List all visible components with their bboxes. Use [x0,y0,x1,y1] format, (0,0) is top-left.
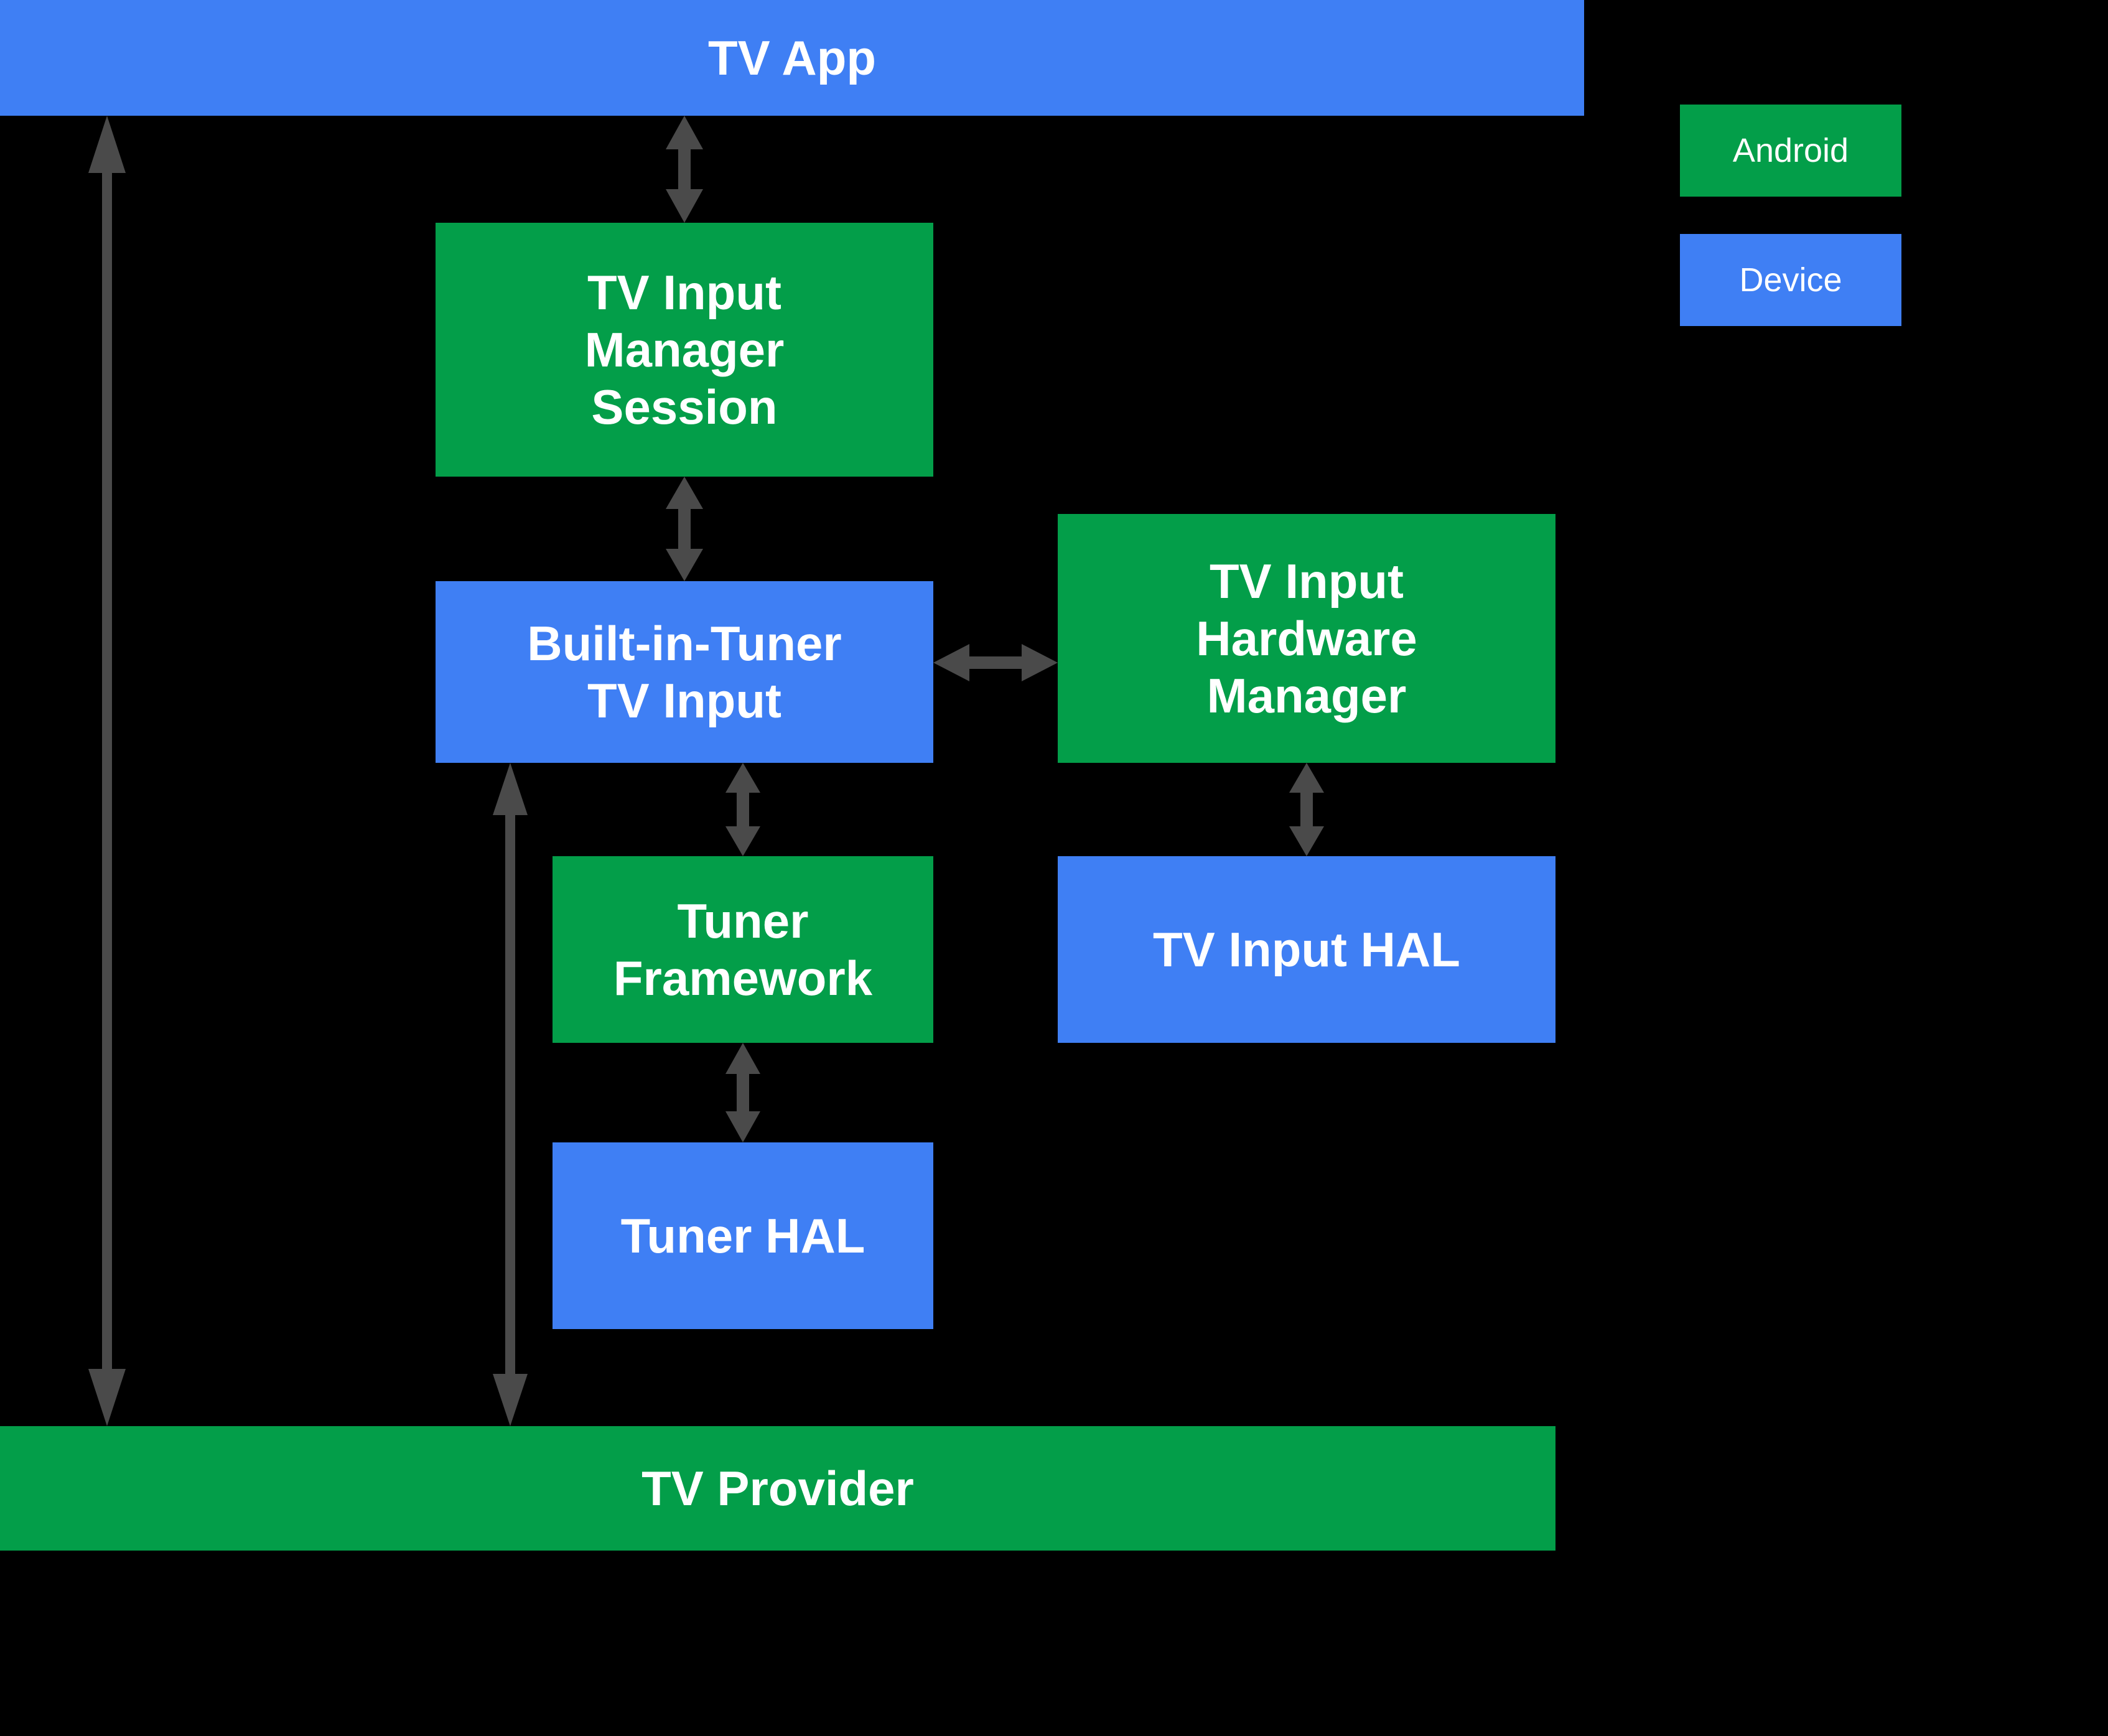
connector-tv-input-hardware-manager-to-tv-input-hal [1287,763,1327,856]
connector-tv-app-to-tv-provider [87,116,127,1426]
connector-tv-app-to-tv-input-manager-session [665,116,704,223]
double-arrow-vertical-icon [1289,763,1324,856]
double-arrow-vertical-icon [493,763,528,1426]
double-arrow-vertical-icon [725,763,760,856]
node-tv-input-hardware-manager: TV Input Hardware Manager [1058,514,1555,763]
double-arrow-vertical-icon [666,116,703,223]
node-tv-app: TV App [0,0,1584,116]
node-tv-input-hal: TV Input HAL [1058,856,1555,1043]
connector-built-in-tuner-to-tv-input-hardware-manager [933,643,1058,683]
double-arrow-vertical-icon [88,116,126,1426]
node-tuner-framework: Tuner Framework [553,856,933,1043]
connector-tv-input-manager-session-to-built-in-tuner [665,477,704,581]
connector-built-in-tuner-to-tuner-framework [723,763,763,856]
node-tv-provider: TV Provider [0,1426,1555,1551]
node-tuner-hal: Tuner HAL [553,1142,933,1329]
node-tv-input-manager-session: TV Input Manager Session [436,223,933,477]
connector-tuner-framework-to-tuner-hal [723,1043,763,1142]
connector-built-in-tuner-to-tv-provider [490,763,530,1426]
legend: Android Device [1680,105,1901,326]
legend-item-android: Android [1680,105,1901,197]
double-arrow-vertical-icon [666,477,703,581]
double-arrow-vertical-icon [725,1043,760,1142]
node-built-in-tuner-tv-input: Built-in-Tuner TV Input [436,581,933,763]
double-arrow-horizontal-icon [933,644,1058,681]
legend-item-device: Device [1680,234,1901,326]
